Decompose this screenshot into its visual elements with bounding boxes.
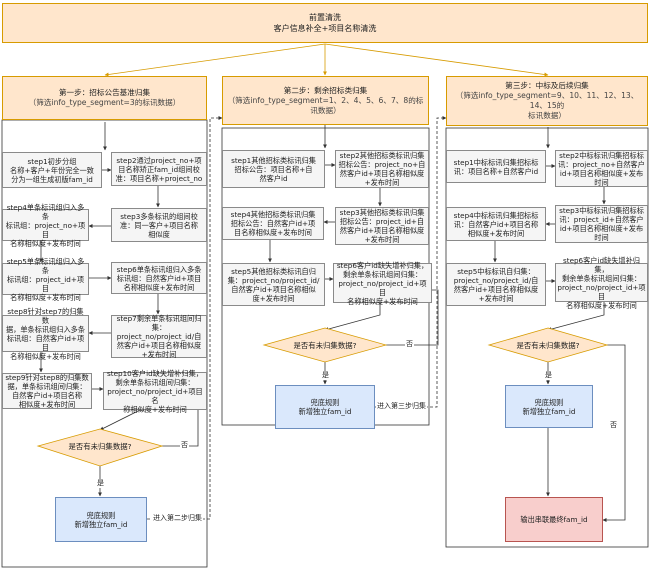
stage1-step7: step7剩余单条标讯组间归集： project_no/project_id/自… [111, 314, 207, 359]
stage1-transition-label: 进入第二步归集 [152, 514, 203, 523]
stage2-header: 第二步：剩余招标类归集 （筛选info_type_segment=1、2、4、5… [222, 76, 429, 125]
stage1-decision-label: 是否有未归集数据? [68, 441, 132, 451]
stage3-subtitle: （筛选info_type_segment=9、10、11、12、13、14、15… [455, 91, 639, 120]
stage1-fallback: 兜底规则 新增独立fam_id [55, 497, 147, 542]
stage3-step2: step2中标标讯归集招标标 讯：project_no+自然客户 id+项目名称… [555, 150, 648, 187]
stage1-step1: step1初步分组 名称+客户+年份完全一致 分为一组生成初版fam_id [2, 152, 102, 188]
stage2-yes-label: 是 [321, 371, 330, 380]
title-line1: 前置清洗 [309, 13, 341, 22]
stage2-subtitle: （筛选info_type_segment=1、2、4、5、6、7、8的标讯数据） [227, 95, 424, 115]
stage3-yes-label: 是 [544, 371, 553, 380]
stage3-step6: step6客户id缺失增补归集， 剩余单条标讯组间归集： project_no/… [555, 256, 648, 310]
stage3-header: 第三步：中标及后续归集 （筛选info_type_segment=9、10、11… [446, 76, 648, 126]
stage3-decision-diamond [487, 327, 609, 363]
stage2-step3: step3其他招标类标讯归集 招标公告：project_id+自 然客户id+项… [335, 207, 429, 245]
stage3-fallback: 兜底规则 新增独立fam_id [505, 385, 593, 428]
edge-title-stage1 [104, 43, 326, 77]
stage2-step5: step5其他招标类标讯自归 集：project_no/project_id/ … [222, 263, 325, 306]
stage2-step2: step2其他招标类标讯归集 招标公告：project_no+自 然客户id+项… [335, 150, 429, 188]
stage1-header: 第一步：招标公告基准归集 （筛选info_type_segment=3的标讯数据… [2, 76, 207, 120]
stage1-no-label: 否 [180, 441, 189, 450]
stage3-step3: step3中标标讯归集招标标 讯：project_id+自然客户 id+项目名称… [555, 205, 648, 243]
stage2-no-label: 否 [405, 340, 414, 349]
stage1-step8: step8针对step7的归集数 据，单条标讯组归入多条 标讯组：自然客户id+… [2, 307, 89, 361]
stage3-output: 输出串联最终fam_id [505, 497, 603, 542]
stage1-step4: step4单条标讯组归入多条 标讯组：project_no+项目 名称相似度+发… [2, 203, 89, 248]
edge-title-stage3 [324, 43, 549, 77]
stage3-step5: step5中标标讯自归集： project_no/project_id/自 然客… [446, 263, 546, 306]
stage1-subtitle: （筛选info_type_segment=3的标讯数据） [28, 98, 181, 107]
stage3-decision-label: 是否有未归集数据? [516, 340, 580, 350]
stage2-step1: step1其他招标类标讯归集 招标公告：项目名称+自 然客户id [222, 150, 325, 188]
stage2-transition-label: 进入第三步归集 [376, 402, 427, 411]
stage1-decision-diamond [36, 428, 164, 467]
title-box: 前置清洗 客户信息补全+项目名称清洗 [2, 3, 648, 43]
stage2-step6: step6客户id缺失增补归集， 剩余单条标讯组间归集： project_no/… [333, 261, 432, 306]
stage3-frame [445, 127, 649, 548]
stage3-no-label: 否 [609, 421, 618, 430]
stage2-decision-label: 是否有未归集数据? [293, 340, 357, 350]
stage2-title: 第二步：剩余招标类归集 [283, 85, 368, 95]
stage1-step3: step3多条标讯的组间校 准：同一客户+项目名称 相似度 [111, 208, 207, 242]
stage1-step2: step2通过project_no+项 目名称矫正fam_id组间校 准：项目名… [111, 152, 207, 186]
stage2-fallback: 兜底规则 新增独立fam_id [275, 385, 375, 429]
stage1-step10: step10客户id缺失增补归集， 剩余单条标讯组间归集： project_no… [103, 369, 207, 414]
title-line2: 客户信息补全+项目名称清洗 [273, 24, 377, 33]
stage1-yes-label: 是 [96, 479, 105, 488]
stage3-step4: step4中标标讯归集招标标 讯：自然客户id+项目名称 相似度+发布时间 [446, 207, 546, 241]
stage2-decision-diamond [262, 327, 388, 363]
stage2-step4: step4其他招标类标讯归集 招标公告：自然客户id+项 目名称相似度+发布时间 [222, 207, 324, 240]
stage1-title: 第一步：招标公告基准归集 [58, 88, 151, 97]
stage1-step9: step9针对step8的归集数 据，单条标讯组间归集： 自然客户id+项目名称… [2, 373, 92, 409]
stage3-title: 第三步：中标及后续归集 [505, 81, 589, 90]
stage1-step6: step6单条标讯组归入多条 标讯组：自然客户id+项目 名称相似度+发布时间 [111, 262, 207, 294]
stage1-step5: step5单条标讯组归入多条 标讯组：project_id+项目 名称相似度+发… [2, 257, 89, 302]
stage3-step1: step1中标标讯归集招标标 讯：项目名称+自然客户id [446, 150, 546, 183]
